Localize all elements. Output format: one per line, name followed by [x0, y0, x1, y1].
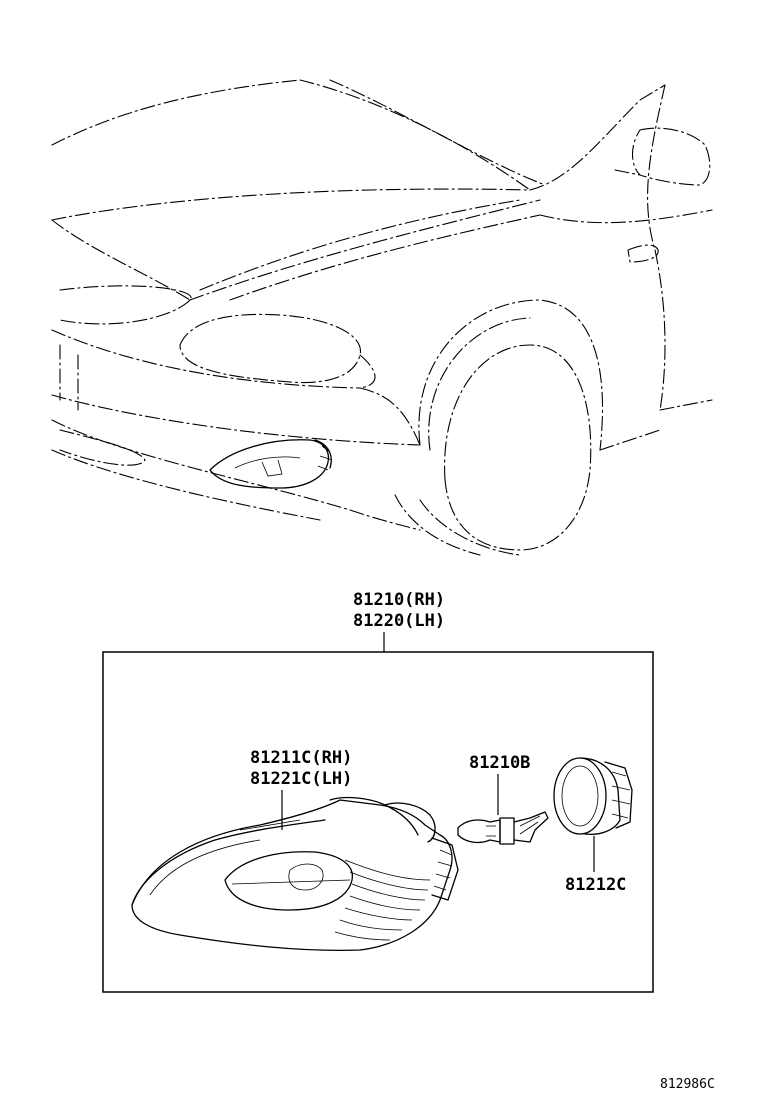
lens-part-lh: 81221C(LH) [250, 769, 352, 789]
illustration-code: 812986C [660, 1077, 715, 1092]
assembly-part-lh: 81220(LH) [353, 611, 445, 631]
fog-lamp-bulb [457, 811, 549, 845]
bulb-part-number: 81210B [469, 753, 530, 773]
assembly-frame [102, 651, 654, 993]
socket-part-number: 81212C [565, 875, 626, 895]
car-outline [51, 79, 713, 556]
assembly-part-rh: 81210(RH) [353, 590, 445, 610]
fog-lamp-lens [131, 796, 459, 951]
lens-part-rh: 81211C(RH) [250, 748, 352, 768]
bulb-socket [553, 757, 633, 836]
